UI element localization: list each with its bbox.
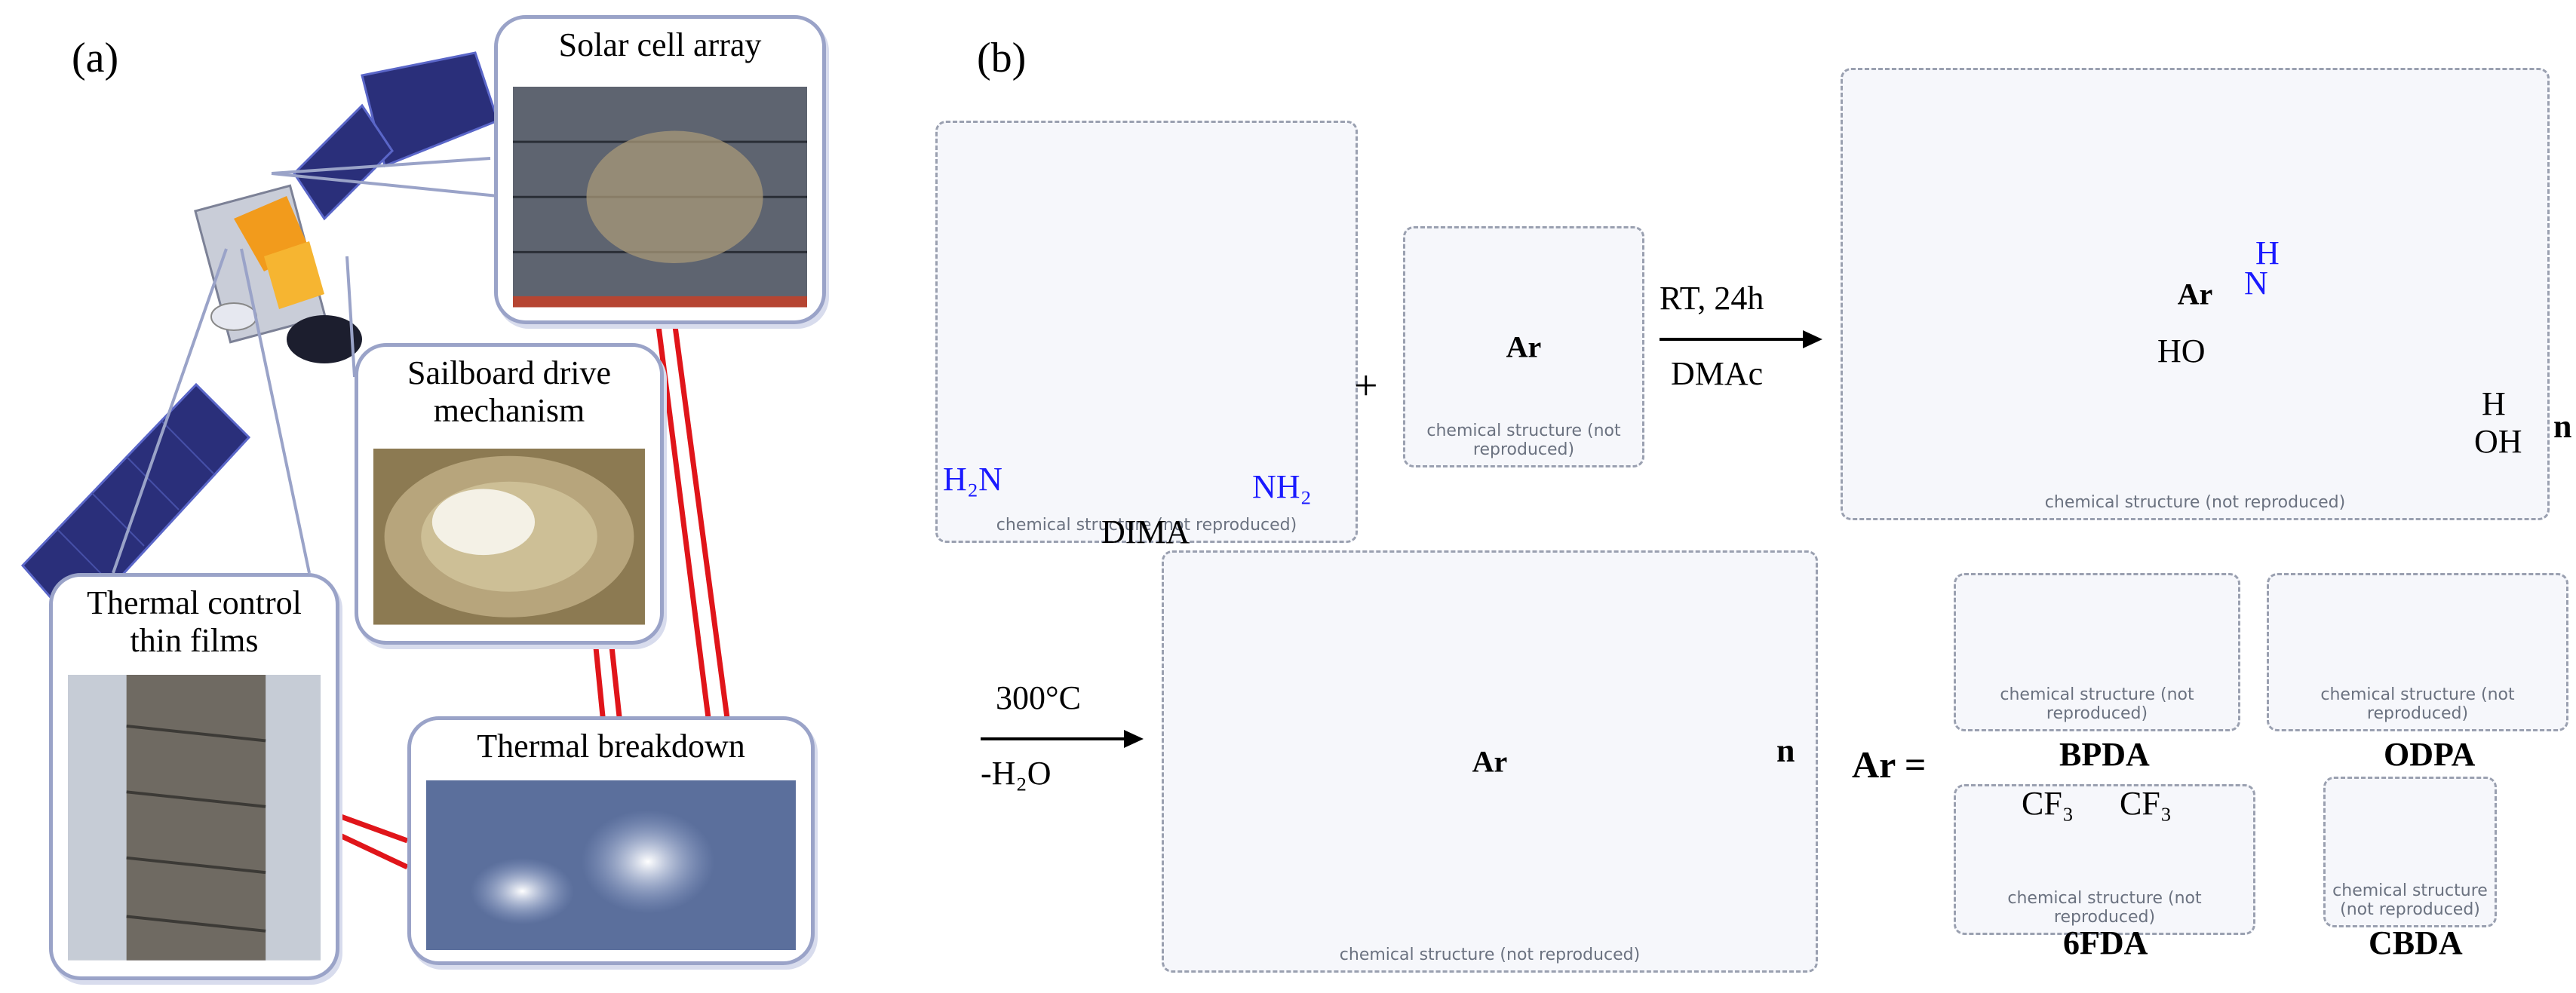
callout-title-thermal-films-line1: Thermal control bbox=[87, 584, 302, 621]
bpda-label: BPDA bbox=[2059, 736, 2150, 773]
ar-equals-label: Ar = bbox=[1852, 743, 1927, 786]
callout-title-sailboard-line2: mechanism bbox=[433, 392, 585, 429]
dianhydride-structure: Ar chemical structure (not reproduced) bbox=[1403, 226, 1644, 467]
odpa-structure: chemical structure (not reproduced) bbox=[2267, 573, 2568, 731]
polyimide-structure: Ar chemical structure (not reproduced) bbox=[1162, 550, 1818, 973]
step1-conditions-top: RT, 24h bbox=[1660, 280, 1764, 317]
diamine-right-group: NH₂ bbox=[1252, 468, 1312, 505]
paa-amide-h-lower: H bbox=[2482, 385, 2506, 422]
callout-thermal-control-films: Thermal control thin films bbox=[49, 573, 339, 980]
6fda-structure: chemical structure (not reproduced) bbox=[1954, 784, 2255, 935]
dianhydride-ar-label: Ar bbox=[1506, 329, 1542, 364]
callout-solar-cell-array: Solar cell array bbox=[494, 15, 826, 324]
paa-amide-n-upper: N bbox=[2244, 265, 2268, 302]
cbda-label: CBDA bbox=[2369, 924, 2463, 961]
step2-conditions-top: 300°C bbox=[996, 679, 1081, 716]
odpa-label: ODPA bbox=[2384, 736, 2476, 773]
paa-repeat-n: n bbox=[2553, 408, 2572, 445]
paa-amide-h-upper: H bbox=[2255, 234, 2280, 271]
cbda-structure: chemical structure (not reproduced) bbox=[2323, 777, 2497, 927]
callout-title-solar: Solar cell array bbox=[558, 26, 762, 63]
paa-ho-group: HO bbox=[2157, 333, 2206, 369]
reaction-arrow-1 bbox=[1660, 330, 1822, 348]
step2-conditions-bottom: -H₂O bbox=[981, 755, 1052, 792]
step1-conditions-bottom: DMAc bbox=[1671, 355, 1764, 392]
panel-a-label: (a) bbox=[72, 35, 119, 81]
polyimide-repeat-n: n bbox=[1776, 732, 1795, 769]
6fda-cf3-left: CF₃ bbox=[2022, 785, 2074, 822]
callout-title-sailboard: Sailboard drive mechanism bbox=[358, 354, 660, 430]
thermal-films-photo bbox=[68, 675, 321, 961]
sailboard-mechanism-photo bbox=[373, 449, 645, 625]
thermal-breakdown-photo bbox=[426, 780, 796, 951]
callout-title-thermal-films-line2: thin films bbox=[130, 622, 259, 659]
callout-title-thermal-films: Thermal control thin films bbox=[53, 584, 336, 660]
polyamic-acid-ar-label: Ar bbox=[2177, 277, 2213, 311]
solar-array-photo bbox=[513, 87, 807, 308]
satellite-illustration bbox=[20, 51, 499, 618]
plus-sign: + bbox=[1354, 363, 1378, 409]
6fda-label: 6FDA bbox=[2063, 924, 2148, 961]
callout-thermal-breakdown: Thermal breakdown bbox=[407, 716, 815, 965]
6fda-cf3-right: CF₃ bbox=[2120, 785, 2172, 822]
dima-structure: chemical structure (not reproduced) bbox=[935, 121, 1358, 543]
callout-sailboard-drive: Sailboard drive mechanism bbox=[355, 343, 664, 645]
reaction-arrow-2 bbox=[981, 730, 1144, 748]
polyimide-ar-label: Ar bbox=[1472, 744, 1508, 779]
callout-title-sailboard-line1: Sailboard drive bbox=[407, 354, 612, 391]
dima-label: DIMA bbox=[1101, 513, 1190, 550]
diamine-left-group: H₂N bbox=[943, 461, 1002, 498]
callout-title-breakdown: Thermal breakdown bbox=[477, 728, 745, 765]
bpda-structure: chemical structure (not reproduced) bbox=[1954, 573, 2240, 731]
panel-b-label: (b) bbox=[977, 35, 1027, 81]
paa-oh-group: OH bbox=[2474, 423, 2522, 460]
polyamic-acid-structure: Ar chemical structure (not reproduced) bbox=[1841, 68, 2550, 520]
